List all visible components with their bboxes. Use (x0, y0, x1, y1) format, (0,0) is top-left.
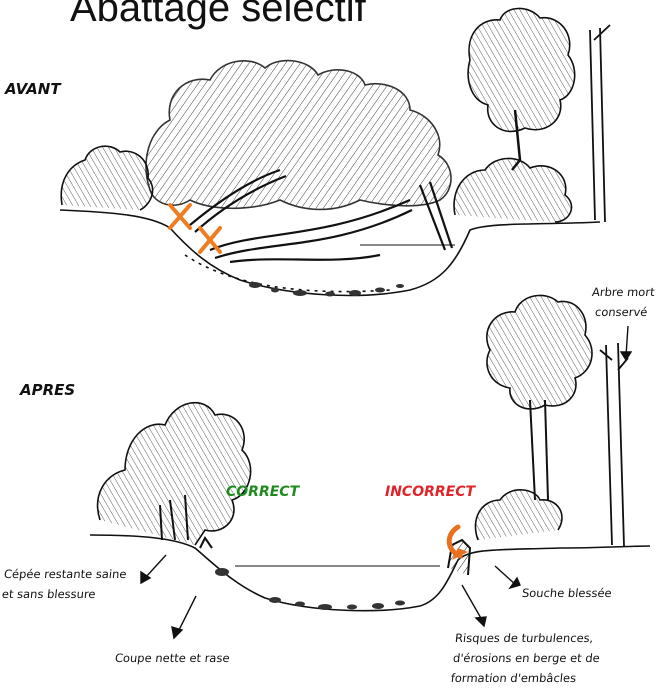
before-tall-tree-canopy (468, 8, 575, 131)
cut-mark-crosses (170, 205, 220, 252)
verdict-incorrect: INCORRECT (385, 484, 475, 500)
annotation-dead-tree-line-1: Arbre mort (591, 282, 656, 302)
after-scene (90, 295, 650, 610)
before-canopy (146, 61, 451, 210)
annotation-damaged-stump: Souche blessée (521, 583, 613, 603)
after-right-shrub (475, 490, 561, 540)
annotation-dead-tree-line-2: conservé (589, 302, 654, 322)
annotation-risks: Risques de turbulences, d'érosions en be… (450, 628, 603, 688)
arrow-damaged-stump (495, 566, 516, 585)
annotation-healthy-stool: Cépée restante saine et sans blessure (1, 564, 128, 604)
after-left-tree (98, 403, 251, 545)
before-riverbank (60, 210, 600, 295)
arrow-clean-cut (178, 596, 196, 632)
before-dead-trunk (590, 25, 610, 222)
annotation-healthy-stool-line-1: Cépée restante saine (3, 564, 128, 584)
annotation-risks-line-3: formation d'embâcles (450, 668, 599, 688)
arrow-healthy-stool (145, 555, 166, 578)
after-stones (215, 568, 405, 610)
annotation-clean-cut: Coupe nette et rase (114, 648, 231, 668)
annotation-risks-line-1: Risques de turbulences, (454, 628, 603, 648)
cross-mark-lower (200, 228, 220, 252)
annotation-healthy-stool-line-2: et sans blessure (1, 584, 126, 604)
annotation-dead-tree: Arbre mort conservé (589, 282, 656, 322)
arrow-risks (462, 585, 482, 620)
after-right-tree (487, 295, 592, 409)
before-left-shrub (61, 146, 152, 210)
verdict-correct: CORRECT (226, 484, 299, 500)
after-dead-tree (600, 343, 628, 546)
cross-mark-upper (170, 205, 190, 228)
healthy-stump (200, 538, 212, 548)
before-scene (60, 8, 610, 296)
annotation-risks-line-2: d'érosions en berge et de (452, 648, 601, 668)
